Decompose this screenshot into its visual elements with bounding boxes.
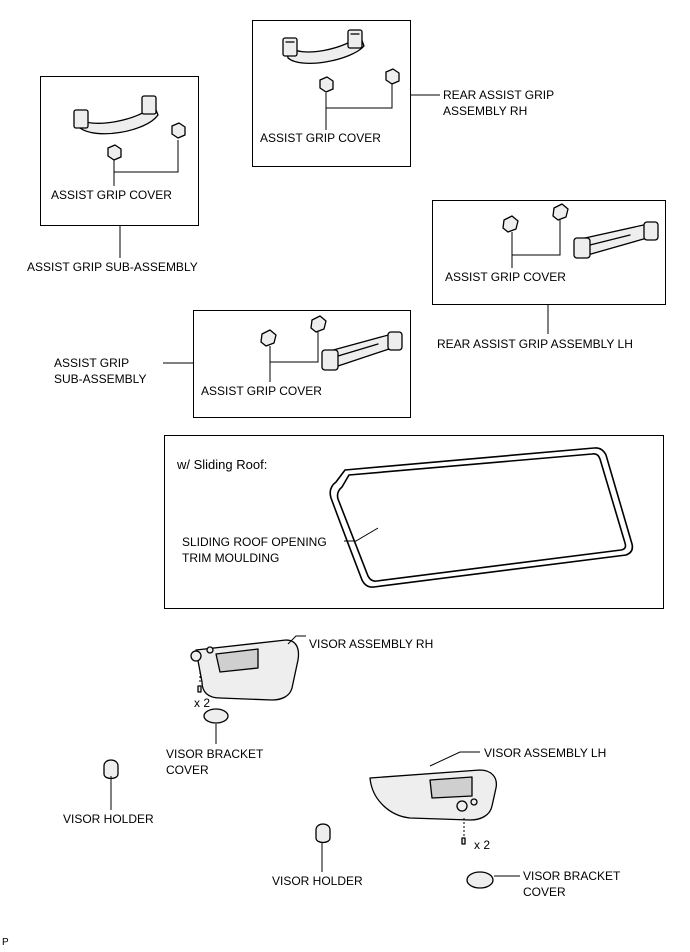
frame-rear-assist-grip-lh <box>432 200 666 305</box>
screw-rh-part <box>197 685 202 693</box>
visor-assembly-rh-part <box>190 639 300 701</box>
assist-grip-cover-part-ul-2 <box>171 122 186 139</box>
label-sliding-roof-trim-line2: TRIM MOULDING <box>182 551 280 565</box>
assist-grip-middle-part <box>321 331 403 371</box>
label-visor-bracket-cover-lh-line1: VISOR BRACKET <box>523 869 621 883</box>
label-assist-grip-cover-lh: ASSIST GRIP COVER <box>445 270 566 284</box>
assist-grip-cover-part-lh-1 <box>502 215 519 233</box>
visor-bracket-cover-rh-part <box>203 708 229 724</box>
assist-grip-cover-part-mid-2 <box>310 315 327 333</box>
label-assist-grip-cover-mid: ASSIST GRIP COVER <box>201 384 322 398</box>
label-visor-rh: VISOR ASSEMBLY RH <box>309 637 434 651</box>
assist-grip-cover-part-lh-2 <box>552 203 569 221</box>
sliding-roof-trim-part <box>329 447 634 588</box>
label-visor-bracket-cover-rh-line1: VISOR BRACKET <box>166 747 264 761</box>
label-sliding-roof-trim-line1: SLIDING ROOF OPENING <box>182 535 327 549</box>
label-visor-holder-left: VISOR HOLDER <box>63 812 154 826</box>
frame-assist-grip-middle <box>193 310 411 418</box>
label-rear-assist-grip-rh-line1: REAR ASSIST GRIP <box>443 88 555 102</box>
visor-bracket-cover-lh-part <box>466 871 494 889</box>
leader-sliding-roof <box>344 527 379 542</box>
assist-grip-sub-assembly-part <box>73 95 159 135</box>
corner-code: P <box>2 937 9 948</box>
leader-cover-mid <box>269 332 319 363</box>
label-qty-lh: x 2 <box>474 838 491 852</box>
frame-assist-grip-upper-left <box>40 76 199 226</box>
label-rear-assist-grip-rh-line2: ASSEMBLY RH <box>443 104 528 118</box>
label-visor-holder-center: VISOR HOLDER <box>272 874 363 888</box>
label-visor-bracket-cover-lh-line2: COVER <box>523 885 566 899</box>
label-visor-lh: VISOR ASSEMBLY LH <box>484 746 607 760</box>
leader-cover-ul <box>113 140 179 173</box>
frame-rear-assist-grip-rh <box>252 20 411 167</box>
assist-grip-cover-part-rh-1 <box>319 76 334 93</box>
label-qty-rh: x 2 <box>194 696 211 710</box>
label-visor-bracket-cover-rh-line2: COVER <box>166 763 209 777</box>
leader-cover-lh <box>511 220 561 256</box>
label-rear-assist-grip-lh: REAR ASSIST GRIP ASSEMBLY LH <box>437 337 633 351</box>
assist-grip-cover-part-ul-1 <box>107 144 122 161</box>
assist-grip-cover-part-mid-1 <box>260 329 277 347</box>
rear-assist-grip-rh-part <box>282 29 365 64</box>
visor-holder-part-center <box>315 823 331 844</box>
assist-grip-cover-part-rh-2 <box>385 68 400 85</box>
visor-assembly-lh-part <box>369 769 498 821</box>
label-assist-grip-sub-assembly-mid-line1: ASSIST GRIP <box>54 356 130 370</box>
leader-visor-rh <box>287 635 306 645</box>
frame-sliding-roof <box>164 435 664 609</box>
leader-visor-lh <box>429 751 480 767</box>
screw-lh-part <box>461 837 466 845</box>
visor-holder-part-left <box>103 759 119 780</box>
label-assist-grip-sub-assembly-ul: ASSIST GRIP SUB-ASSEMBLY <box>27 260 198 274</box>
label-assist-grip-cover-rh: ASSIST GRIP COVER <box>260 131 381 145</box>
label-sliding-roof-heading: w/ Sliding Roof: <box>177 457 268 472</box>
label-assist-grip-cover-ul: ASSIST GRIP COVER <box>51 188 172 202</box>
label-assist-grip-sub-assembly-mid-line2: SUB-ASSEMBLY <box>54 372 147 386</box>
rear-assist-grip-lh-part <box>573 221 659 259</box>
leader-cover-rh <box>325 84 393 109</box>
